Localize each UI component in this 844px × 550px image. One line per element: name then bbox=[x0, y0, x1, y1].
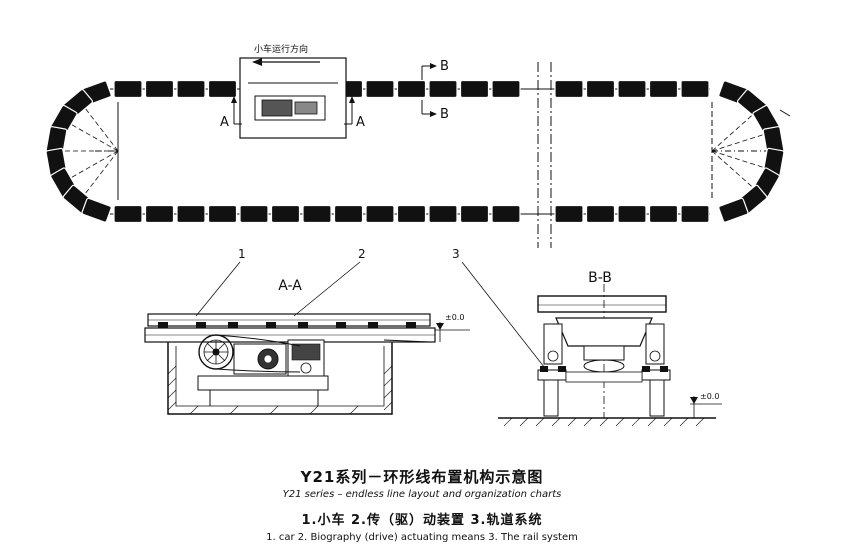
loop-car bbox=[365, 204, 395, 224]
section-b-label-top: B bbox=[440, 59, 449, 74]
loop-car bbox=[617, 204, 647, 224]
callout-lines-aa bbox=[195, 261, 361, 317]
callout-2: 2 bbox=[358, 247, 366, 261]
loop-car bbox=[554, 204, 584, 224]
section-b-label-bottom: B bbox=[440, 107, 449, 122]
callout-1: 1 bbox=[238, 247, 246, 261]
caption-legend-cn: 1.小车 2.传（驱）动装置 3.轨道系统 bbox=[301, 513, 543, 528]
loop-car bbox=[718, 197, 749, 223]
loop-car bbox=[396, 204, 427, 224]
view-aa-title: A-A bbox=[278, 278, 302, 294]
loop-car bbox=[302, 204, 332, 224]
caption-title-cn: Y21系列－环形线布置机构示意图 bbox=[300, 468, 544, 486]
direction-label: 小车运行方向 bbox=[254, 43, 308, 55]
loop-car bbox=[81, 197, 112, 223]
loop-car bbox=[648, 204, 679, 224]
caption-legend-en: 1. car 2. Biography (drive) actuating me… bbox=[266, 532, 578, 543]
loop-car bbox=[144, 79, 175, 99]
callout-3: 3 bbox=[452, 247, 460, 261]
loop-car bbox=[554, 79, 584, 99]
view-bb-title: B-B bbox=[588, 270, 612, 286]
loop-car bbox=[428, 204, 458, 224]
level-mark-aa: ±0.0 bbox=[445, 313, 464, 322]
loop-car bbox=[176, 79, 206, 99]
loop-car bbox=[428, 79, 458, 99]
loop-car bbox=[207, 79, 238, 99]
loop-car bbox=[459, 204, 490, 224]
loop-car bbox=[680, 204, 710, 224]
loop-car bbox=[459, 79, 490, 99]
loop-cars bbox=[45, 79, 785, 224]
section-a-label-left: A bbox=[220, 115, 229, 130]
section-a-marker-left bbox=[231, 96, 242, 125]
loop-car bbox=[617, 79, 647, 99]
loop-car bbox=[648, 79, 679, 99]
loop-car bbox=[396, 79, 427, 99]
section-a-label-right: A bbox=[356, 115, 365, 130]
section-aa-view bbox=[144, 313, 470, 415]
loop-car bbox=[113, 204, 143, 224]
loop-car bbox=[585, 79, 616, 99]
loop-car bbox=[585, 204, 616, 224]
loop-car bbox=[491, 79, 521, 99]
callout-line-3 bbox=[461, 261, 549, 373]
endless-line-diagram: 小车运行方向 A A B B A-A bbox=[45, 43, 791, 427]
loop-car bbox=[207, 204, 238, 224]
loop-car bbox=[239, 204, 269, 224]
loop-car bbox=[113, 79, 143, 99]
section-bb-view bbox=[498, 284, 722, 427]
section-b-marker bbox=[421, 63, 437, 117]
loop-car bbox=[365, 79, 395, 99]
loop-car bbox=[176, 204, 206, 224]
caption-title-en: Y21 series – endless line layout and org… bbox=[282, 489, 562, 500]
loop-car bbox=[270, 204, 301, 224]
level-mark-bb: ±0.0 bbox=[700, 392, 719, 401]
loop-car bbox=[491, 204, 521, 224]
loop-car bbox=[333, 204, 364, 224]
loop-car bbox=[680, 79, 710, 99]
section-a-marker-right bbox=[344, 96, 355, 125]
drive-unit-plan bbox=[239, 57, 347, 139]
loop-car bbox=[144, 204, 175, 224]
